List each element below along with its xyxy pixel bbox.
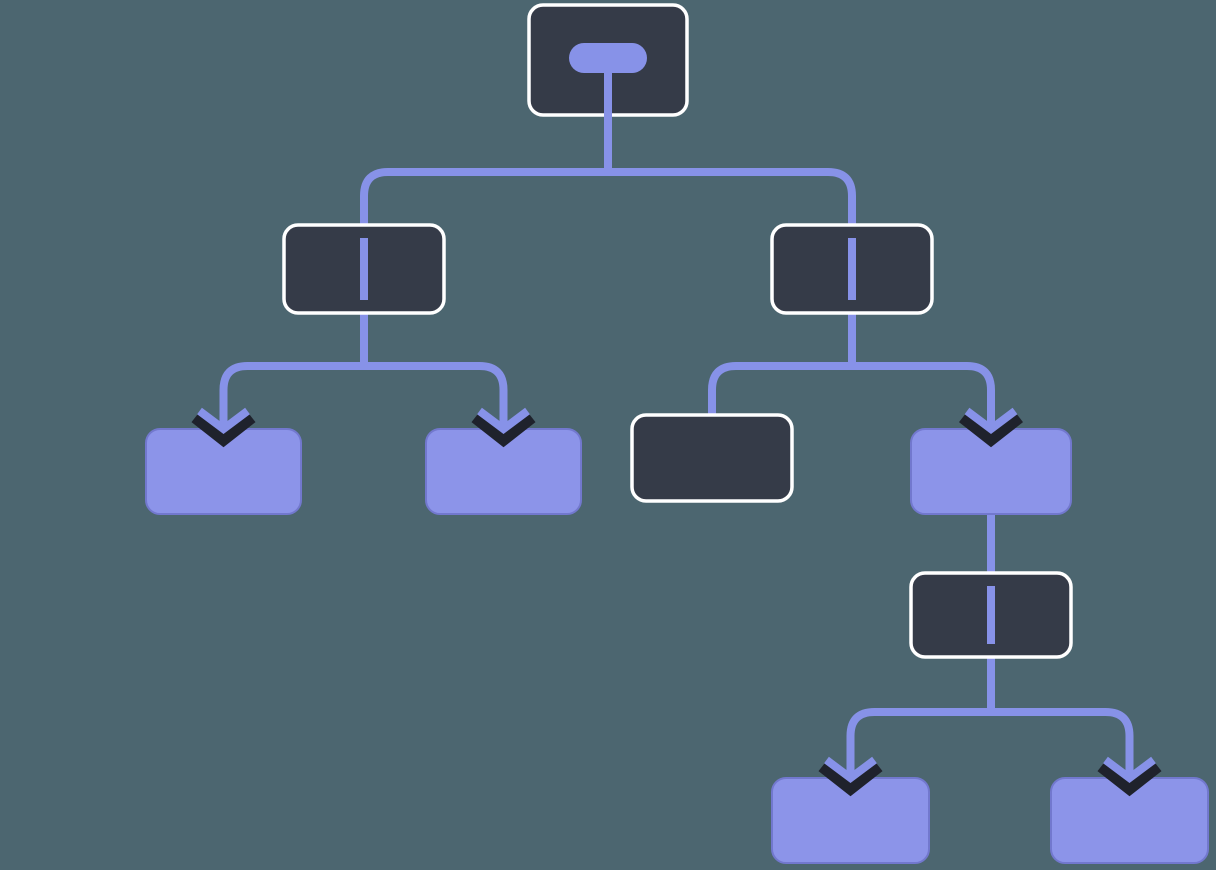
branch-node-right[interactable] — [770, 223, 934, 315]
branch-node-left[interactable] — [282, 223, 446, 315]
connector-edge-root-to-branch-left — [360, 113, 612, 225]
drop-arrow-purple-chevron — [824, 756, 877, 783]
connector-edge-branch-bottom-to-leaf-bottom-1 — [846, 655, 995, 778]
drop-arrow-purple-chevron — [197, 407, 250, 434]
drop-arrow-icon — [471, 407, 536, 448]
drop-arrow-dark-chevron — [191, 411, 256, 448]
edge-layer — [219, 113, 1134, 778]
drop-arrow-dark-chevron — [471, 411, 536, 448]
connector-edge-branch-right-to-mid-purple — [848, 311, 995, 429]
drop-arrow-purple-chevron — [1103, 756, 1156, 783]
leaf-node-dark[interactable] — [630, 413, 794, 503]
drop-arrow-icon — [1097, 756, 1162, 797]
drop-arrow-dark-chevron — [958, 411, 1024, 448]
drop-arrow-dark-chevron — [1097, 760, 1162, 797]
drop-arrow-icon — [818, 756, 883, 797]
arrow-layer — [191, 407, 1162, 797]
drop-arrow-purple-chevron — [964, 407, 1018, 434]
connector-edge-branch-left-to-leaf-left-1 — [219, 311, 368, 429]
connector-edge-branch-left-to-leaf-left-2 — [360, 311, 508, 429]
drop-arrow-purple-chevron — [477, 407, 530, 434]
connector-edge-branch-bottom-to-leaf-bottom-2 — [987, 655, 1134, 778]
root-node[interactable] — [527, 3, 689, 123]
connector-edge-branch-right-to-leaf-dark — [708, 311, 856, 415]
drop-arrow-icon — [191, 407, 256, 448]
leaf-node-dark-body[interactable] — [630, 413, 794, 503]
drop-arrow-icon — [958, 407, 1024, 448]
branch-node-bottom[interactable] — [909, 571, 1073, 659]
drop-arrow-dark-chevron — [818, 760, 883, 797]
root-handle-icon[interactable] — [569, 43, 647, 73]
node-layer — [145, 3, 1209, 864]
connector-edge-root-to-branch-right — [604, 113, 856, 225]
